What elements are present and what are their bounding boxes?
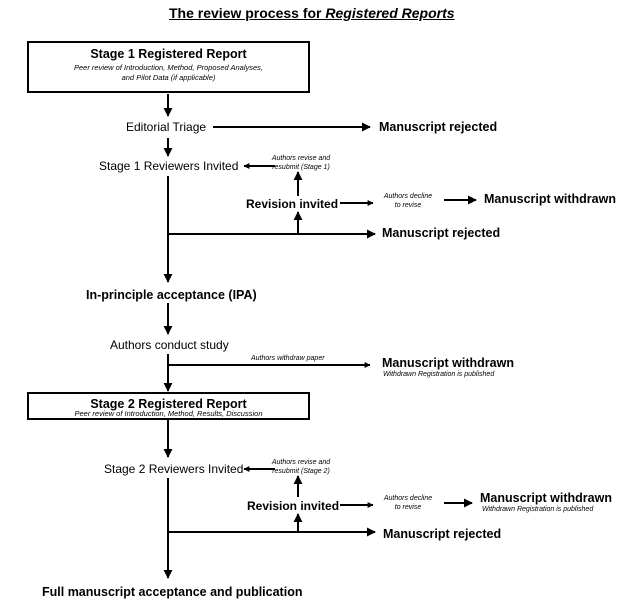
withdrawn-mid-note: Withdrawn Registration is published: [383, 371, 495, 378]
authors-conduct-study: Authors conduct study: [110, 338, 229, 352]
stage1-title: Stage 1 Registered Report: [90, 47, 247, 61]
page-title: The review process for Registered Report…: [169, 6, 455, 20]
stage2-reviewers-invited: Stage 2 Reviewers Invited: [104, 462, 244, 476]
stage1-subtitle-line2: and Pilot Data (if applicable): [121, 73, 216, 82]
stage1-rejected: Manuscript rejected: [382, 226, 501, 240]
stage2-title: Stage 2 Registered Report: [90, 397, 247, 411]
title-prefix: The review process for: [169, 5, 326, 21]
in-principle-acceptance: In-principle acceptance (IPA): [86, 288, 257, 302]
withdrawn-mid: Manuscript withdrawn: [382, 356, 514, 370]
stage1-reviewers-invited: Stage 1 Reviewers Invited: [99, 159, 239, 173]
stage2-revise-note-line1: Authors revise and: [271, 459, 331, 466]
stage1-decline-note-line1: Authors decline: [383, 193, 433, 200]
final-acceptance: Full manuscript acceptance and publicati…: [42, 585, 303, 599]
stage2-withdrawn: Manuscript withdrawn: [480, 491, 612, 505]
editorial-triage: Editorial Triage: [126, 120, 207, 134]
stage1-revise-note-line1: Authors revise and: [271, 155, 331, 162]
stage1-withdrawn: Manuscript withdrawn: [484, 192, 616, 206]
stage2-decline-note-line2: to revise: [394, 504, 422, 511]
stage2-withdrawn-note: Withdrawn Registration is published: [482, 506, 594, 513]
stage2-revise-note-line2: resubmit (Stage 2): [272, 468, 330, 475]
stage1-decline-note-line2: to revise: [394, 202, 422, 209]
stage2-revision-invited: Revision invited: [247, 499, 340, 513]
stage2-box: Stage 2 Registered Report Peer review of…: [27, 392, 310, 420]
stage2-rejected: Manuscript rejected: [383, 527, 502, 541]
triage-rejected: Manuscript rejected: [379, 120, 498, 134]
stage1-revise-note-line2: resubmit (Stage 1): [272, 164, 330, 171]
stage2-decline-note-line1: Authors decline: [383, 495, 433, 502]
stage1-revision-invited: Revision invited: [246, 197, 339, 211]
stage2-subtitle: Peer review of Introduction, Method, Res…: [74, 409, 263, 418]
title-emphasis: Registered Reports: [325, 5, 455, 21]
stage1-box: Stage 1 Registered Report Peer review of…: [27, 41, 310, 93]
stage1-subtitle-line1: Peer review of Introduction, Method, Pro…: [74, 63, 263, 72]
withdraw-note: Authors withdraw paper: [251, 355, 325, 362]
